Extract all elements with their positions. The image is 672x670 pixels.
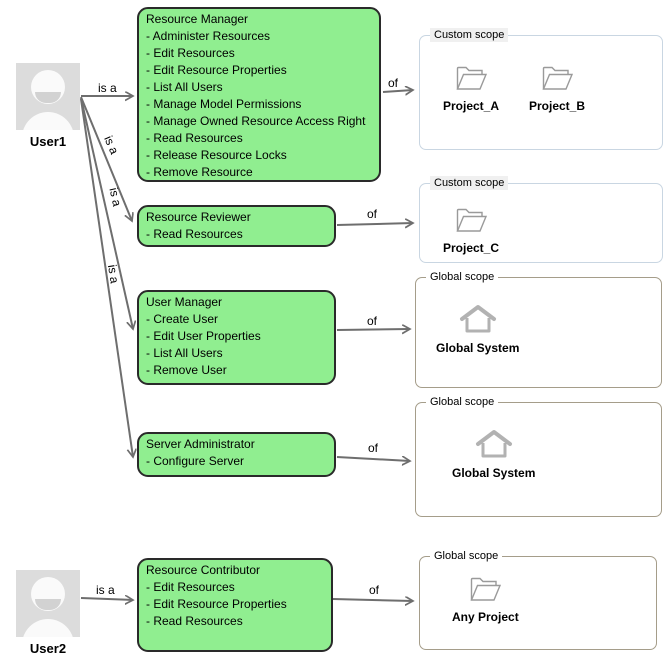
- edge-label-of: of: [369, 583, 380, 597]
- permission-item: - Read Resources: [146, 131, 243, 145]
- edge-resource-contributor-scope: [332, 599, 413, 601]
- scope-label: Global scope: [430, 549, 503, 563]
- edge-label-of: of: [368, 441, 379, 455]
- role-title: Resource Reviewer: [146, 210, 251, 224]
- scope-item-label: Project_C: [442, 241, 500, 255]
- folder-icon: [469, 571, 502, 603]
- scope-item-label: Project_B: [528, 99, 586, 113]
- edge-user1-user-manager: [80, 97, 133, 329]
- role-title: User Manager: [146, 295, 223, 309]
- scope-box-global-3: Global scope Any Project: [419, 549, 657, 650]
- permission-item: - Edit Resource Properties: [146, 63, 287, 77]
- edge-user2-resource-contributor: [80, 598, 133, 600]
- avatar-face-shape: [35, 92, 61, 103]
- edge-label-is-a: is a: [104, 263, 122, 285]
- permission-item: - Remove User: [146, 363, 227, 377]
- role-box-resource-reviewer: Resource Reviewer - Read Resources: [137, 205, 336, 247]
- permission-item: - Remove Resource: [146, 165, 253, 179]
- role-box-server-administrator: Server Administrator - Configure Server: [137, 432, 336, 477]
- scope-label: Global scope: [426, 395, 499, 409]
- edge-label-of: of: [367, 314, 378, 328]
- scope-box-global-2: Global scope Global System: [415, 395, 662, 517]
- scope-box-global-1: Global scope Global System: [415, 270, 662, 388]
- role-box-resource-manager: Resource Manager - Administer Resources …: [137, 7, 381, 182]
- permission-item: - Manage Model Permissions: [146, 97, 302, 111]
- user2-label: User2: [29, 641, 67, 656]
- scope-item-project-b: Project_B: [526, 60, 588, 113]
- edge-user1-resource-reviewer: [80, 96, 132, 221]
- permission-item: - Edit Resource Properties: [146, 597, 287, 611]
- scope-item-global-system: Global System: [436, 302, 519, 355]
- edge-resource-manager-scope: [382, 90, 413, 92]
- user-node-user2: User2: [16, 570, 80, 656]
- user-avatar-icon: [16, 63, 80, 130]
- role-title: Resource Manager: [146, 12, 249, 26]
- role-title: Server Administrator: [146, 437, 255, 451]
- role-title: Resource Contributor: [146, 563, 261, 577]
- edge-user-manager-scope: [336, 329, 410, 330]
- folder-icon: [541, 60, 574, 92]
- folder-icon: [455, 60, 488, 92]
- permission-item: - Release Resource Locks: [146, 148, 287, 162]
- scope-label: Custom scope: [430, 176, 509, 190]
- role-box-user-manager: User Manager - Create User - Edit User P…: [137, 290, 336, 385]
- scope-label: Custom scope: [430, 28, 509, 42]
- scope-box-custom-2: Custom scope Project_C: [419, 176, 663, 263]
- scope-item-label: Global System: [436, 341, 520, 355]
- permission-item: - Manage Owned Resource Access Right: [146, 114, 366, 128]
- scope-item-label: Any Project: [452, 610, 519, 624]
- folder-icon: [455, 202, 488, 234]
- scope-items: Any Project: [420, 557, 656, 624]
- scope-items: Global System: [416, 403, 661, 480]
- edge-label-is-a: is a: [96, 583, 115, 597]
- permission-item: - Edit Resources: [146, 580, 235, 594]
- role-box-resource-contributor: Resource Contributor - Edit Resources - …: [137, 558, 333, 652]
- permission-item: - Configure Server: [146, 454, 245, 468]
- permission-item: - List All Users: [146, 80, 223, 94]
- scope-items: Project_C: [420, 184, 662, 255]
- scope-label: Global scope: [426, 270, 499, 284]
- permission-item: - Create User: [146, 312, 219, 326]
- scope-item-global-system: Global System: [452, 427, 535, 480]
- scope-item-project-c: Project_C: [440, 202, 502, 255]
- user-node-user1: User1: [16, 63, 80, 149]
- scope-item-project-a: Project_A: [440, 60, 502, 113]
- edge-label-is-a: is a: [101, 133, 122, 157]
- scope-item-any-project: Any Project: [452, 571, 519, 624]
- edge-label-is-a: is a: [106, 186, 125, 208]
- scope-box-custom-1: Custom scope Project_A Project_B: [419, 28, 663, 150]
- permission-item: - Administer Resources: [146, 29, 271, 43]
- edge-resource-reviewer-scope: [336, 223, 413, 225]
- permission-item: - Read Resources: [146, 614, 243, 628]
- avatar-torso-shape: [22, 112, 74, 130]
- permission-item: - Read Resources: [146, 227, 243, 241]
- user-avatar-icon: [16, 570, 80, 637]
- scope-item-label: Project_A: [442, 99, 500, 113]
- scope-items: Project_A Project_B: [420, 36, 662, 113]
- edge-label-of: of: [367, 207, 378, 221]
- permission-item: - List All Users: [146, 346, 223, 360]
- edge-label-of: of: [388, 76, 399, 90]
- edge-server-administrator-scope: [336, 456, 410, 461]
- scope-item-label: Global System: [452, 466, 536, 480]
- avatar-face-shape: [35, 599, 61, 610]
- home-icon: [475, 427, 513, 459]
- avatar-torso-shape: [22, 619, 74, 637]
- permission-item: - Edit User Properties: [146, 329, 261, 343]
- user1-label: User1: [29, 134, 67, 149]
- edge-label-is-a: is a: [98, 81, 117, 95]
- permission-item: - Edit Resources: [146, 46, 235, 60]
- home-icon: [459, 302, 497, 334]
- scope-items: Global System: [416, 278, 661, 355]
